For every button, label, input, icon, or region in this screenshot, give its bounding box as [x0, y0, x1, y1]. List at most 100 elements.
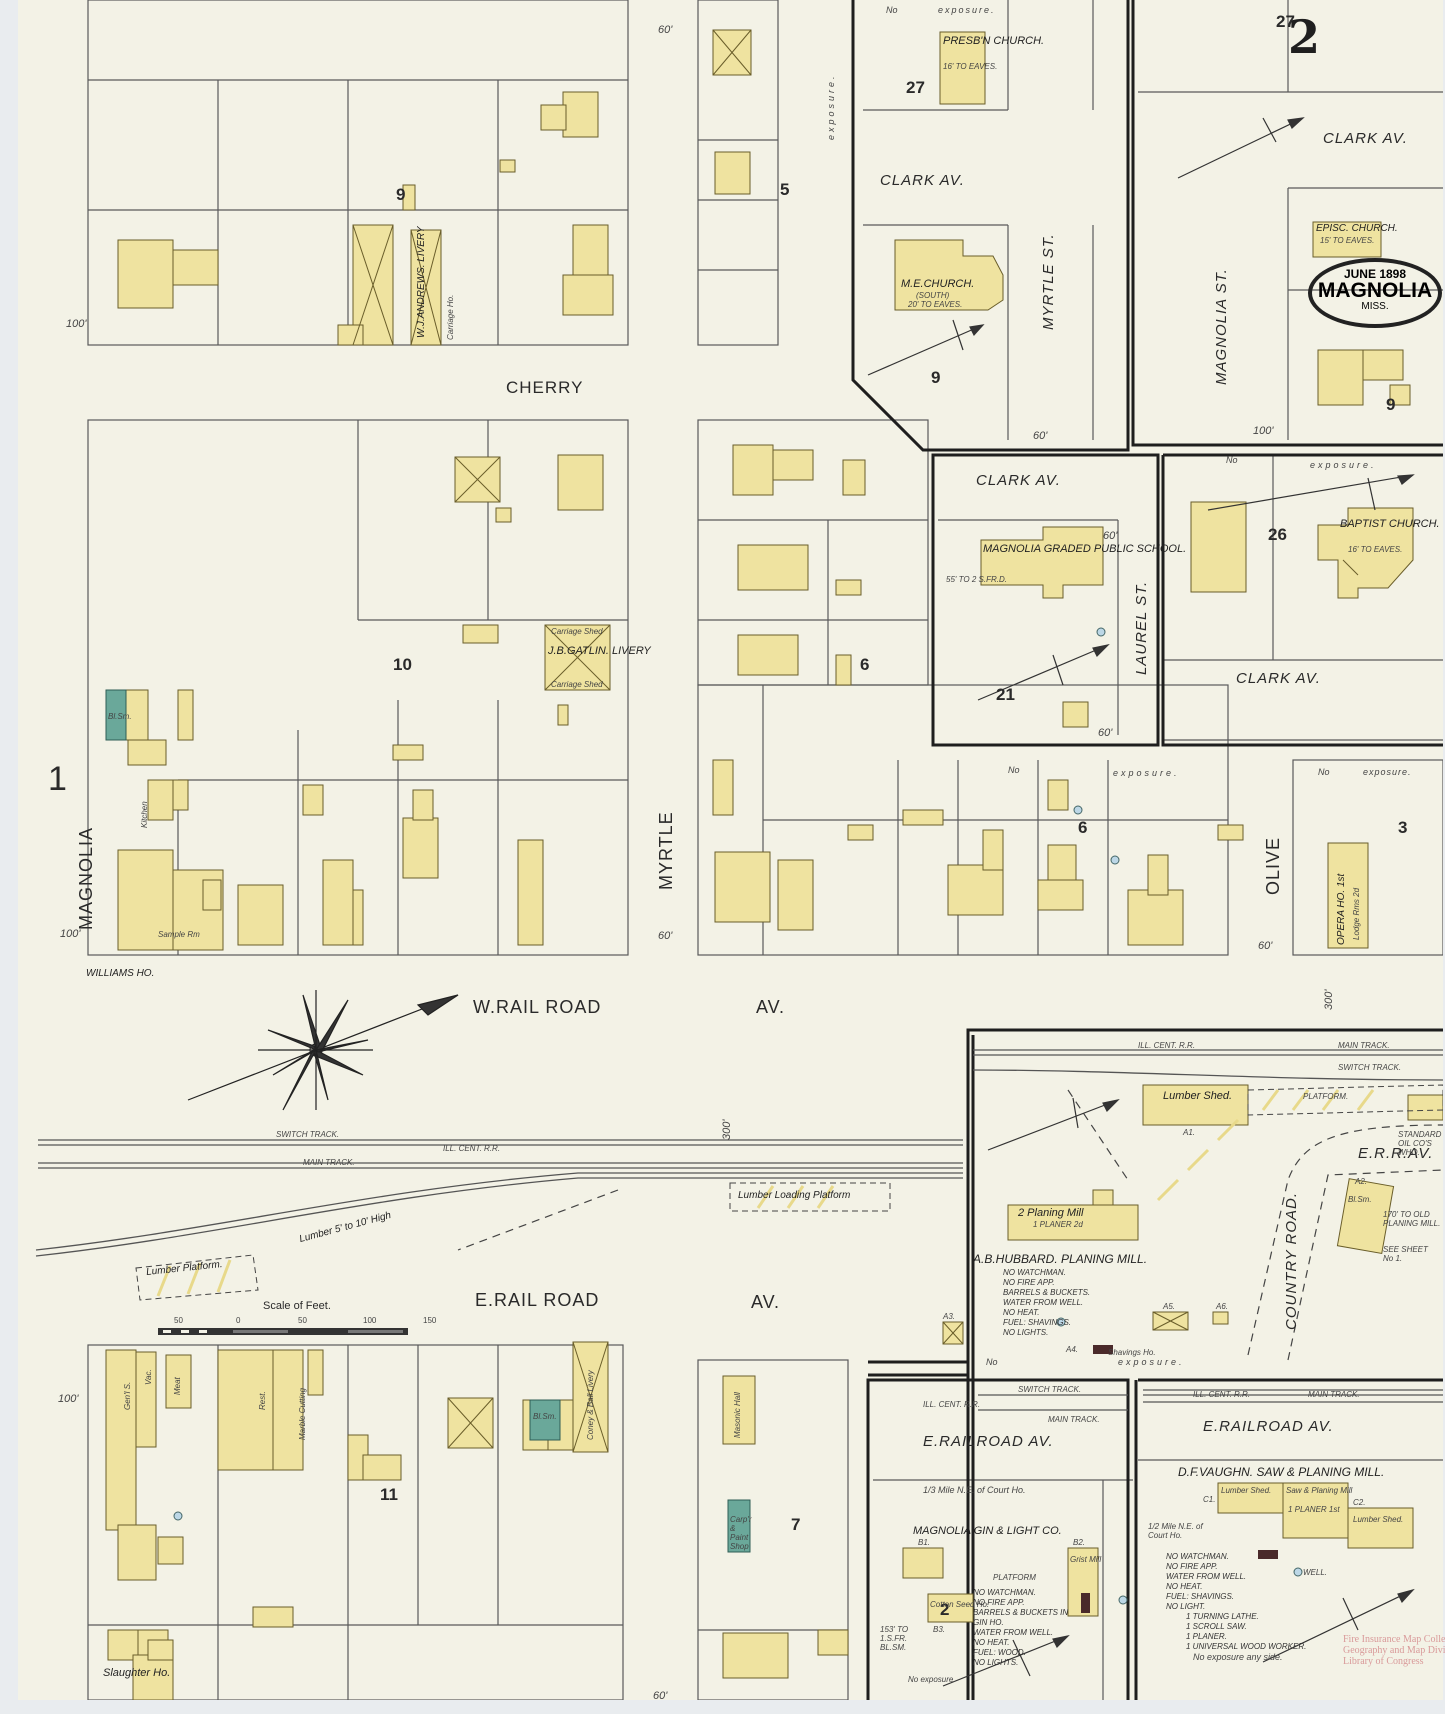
label-c2: C2. — [1353, 1498, 1366, 1507]
label-a2: A2. — [1355, 1177, 1368, 1186]
vaughn-lumber-shed-2: Lumber Shed. — [1353, 1515, 1404, 1524]
kitchen-label: Kitchen — [140, 801, 149, 828]
dim-60-f: 60' — [658, 930, 673, 942]
block-number: 9 — [931, 368, 941, 387]
episc-church-note: 15' TO EAVES. — [1320, 236, 1375, 245]
sample-room-label: Sample Rm — [158, 930, 200, 939]
street-e-rr-av: E.R.R.AV. — [1358, 1145, 1434, 1162]
street-e-rail-road-av: AV. — [751, 1292, 781, 1312]
dim-100-c: 100' — [60, 928, 81, 940]
episc-church-label: EPISC. CHURCH. — [1316, 223, 1398, 234]
street-myrtle-st: MYRTLE ST. — [1040, 233, 1057, 330]
library-of-congress-stamp: Fire Insurance Map Collection Geography … — [1343, 1634, 1445, 1667]
blacksmith-label-2: Bl.Sm. — [108, 712, 132, 721]
me-church-label: M.E.CHURCH. — [901, 278, 975, 290]
street-e-railroad-av-1: E.RAILROAD AV. — [923, 1433, 1054, 1450]
vaughn-notes: NO WATCHMAN. NO FIRE APP. WATER FROM WEL… — [1166, 1552, 1247, 1611]
main-track-label-vaughn: MAIN TRACK. — [1308, 1390, 1360, 1399]
block-number: 10 — [393, 655, 412, 674]
slaughter-house-label: Slaughter Ho. — [103, 1667, 171, 1679]
see-sheet-note: SEE SHEET No 1. — [1383, 1245, 1428, 1263]
label-a4: A4. — [1066, 1345, 1079, 1354]
block-number: 2 — [940, 1600, 950, 1619]
block-number: 7 — [791, 1515, 801, 1534]
carpenter-shop-label: Carp'r & Paint Shop — [730, 1515, 752, 1551]
restaurant-label: Rest. — [258, 1391, 267, 1410]
map-sheet: 2 JUNE 1898 MAGNOLIA MISS. 1 CHERRY MYRT… — [18, 0, 1445, 1702]
genl-store-label: Gen'l S. — [123, 1381, 132, 1410]
label-a3: A3. — [943, 1312, 956, 1321]
dim-100-b: 100' — [1253, 425, 1274, 437]
street-myrtle: MYRTLE — [656, 811, 676, 890]
gin-light-title: MAGNOLIA GIN & LIGHT CO. — [913, 1525, 1062, 1537]
dim-100-d: 100' — [58, 1393, 79, 1405]
main-track-label-east: MAIN TRACK. — [1338, 1041, 1390, 1050]
masonic-hall-label: Masonic Hall — [733, 1392, 742, 1438]
dim-60-g: 60' — [653, 1690, 668, 1702]
no-label-4: No — [1318, 767, 1330, 777]
switch-track-label-gin: SWITCH TRACK. — [1018, 1385, 1082, 1394]
gin-platform: PLATFORM — [993, 1573, 1036, 1582]
vacant-label: Vac. — [144, 1369, 153, 1385]
block-number: 3 — [1398, 818, 1408, 837]
street-e-railroad-av-2: E.RAILROAD AV. — [1203, 1418, 1334, 1435]
me-church-note: 20' TO EAVES. — [908, 300, 963, 309]
baptist-church-note: 16' TO EAVES. — [1348, 545, 1403, 554]
street-cherry: CHERRY — [506, 378, 584, 397]
shavings-house-label: Shavings Ho. — [1108, 1348, 1156, 1357]
stamp-state: MISS. — [1361, 301, 1389, 312]
no-label-2: No — [1226, 455, 1238, 465]
stamp-date: JUNE 1898 — [1343, 267, 1407, 281]
label-a6: A6. — [1216, 1302, 1229, 1311]
me-church-sub: (SOUTH) — [916, 291, 950, 300]
exposure-label-6: exposure. — [1118, 1357, 1185, 1367]
dim-60-d: 60' — [1098, 727, 1113, 739]
presb-church-note: 16' TO EAVES. — [943, 62, 998, 71]
street-laurel-st: LAUREL ST. — [1133, 580, 1150, 675]
platform-label: PLATFORM. — [1303, 1092, 1349, 1101]
lc-stamp-text: Fire Insurance Map Collection Geography … — [1343, 1634, 1445, 1667]
planer-label: 1 PLANER 2d — [1033, 1220, 1083, 1229]
street-clark-av-3: CLARK AV. — [976, 472, 1061, 489]
school-note: 55' TO 2 S.FR.D. — [946, 575, 1007, 584]
vaughn-well: WELL. — [1303, 1568, 1328, 1577]
dim-60-c: 60' — [1103, 530, 1118, 542]
vaughn-lumber-shed-1: Lumber Shed. — [1221, 1486, 1272, 1495]
block-number: 9 — [1386, 395, 1396, 414]
compass-rose-icon — [187, 990, 459, 1111]
vaughn-mill-title: D.F.VAUGHN. SAW & PLANING MILL. — [1178, 1465, 1385, 1479]
gatlin-livery-label: J.B.GATLIN. LIVERY — [548, 645, 651, 657]
no-label-3: No — [1008, 765, 1020, 775]
ill-cent-label-gin: ILL. CENT. R.R. — [923, 1400, 981, 1409]
baptist-church-label: BAPTIST CHURCH. — [1340, 518, 1440, 530]
lumber-loading-platform: Lumber Loading Platform — [738, 1190, 851, 1201]
no-label-5: No — [986, 1357, 998, 1367]
vaughn-exposure: No exposure any side. — [1193, 1652, 1283, 1662]
block-number: 27 — [906, 78, 925, 97]
old-mill-note: 170' TO OLD PLANING MILL. — [1383, 1210, 1441, 1228]
vaughn-planer: 1 PLANER 1st — [1288, 1505, 1340, 1514]
exposure-label-5: exposure. — [826, 73, 836, 140]
vaughn-saw-mill: Saw & Planing Mill — [1286, 1486, 1353, 1495]
ill-cent-label-west: ILL. CENT. R.R. — [443, 1144, 501, 1153]
dim-300-b: 300' — [1323, 989, 1335, 1010]
williams-house-label: WILLIAMS HO. — [86, 968, 155, 979]
gin-notes: NO WATCHMAN. NO FIRE APP. BARRELS & BUCK… — [973, 1588, 1069, 1667]
street-country-road: COUNTRY ROAD. — [1283, 1191, 1300, 1330]
block-number: 27 — [1276, 12, 1295, 31]
label-a5: A5. — [1163, 1302, 1176, 1311]
exposure-label-3: exposure. — [1113, 768, 1180, 778]
dim-60-e: 60' — [1258, 940, 1273, 952]
block-number: 5 — [780, 180, 790, 199]
scale-tick-100: 100 — [363, 1316, 377, 1325]
main-track-label-gin: MAIN TRACK. — [1048, 1415, 1100, 1424]
previous-sheet-marker: 1 — [48, 760, 67, 798]
scale-title: Scale of Feet. — [263, 1300, 331, 1312]
scale-tick-50-left: 50 — [174, 1316, 183, 1325]
label-c1: C1. — [1203, 1495, 1216, 1504]
scale-tick-50: 50 — [298, 1316, 307, 1325]
hubbard-notes: NO WATCHMAN. NO FIRE APP. BARRELS & BUCK… — [1003, 1268, 1091, 1337]
andrews-carriage-label: Carriage Ho. — [446, 294, 455, 340]
block-number: 21 — [996, 685, 1015, 704]
block-number: 6 — [860, 655, 870, 674]
